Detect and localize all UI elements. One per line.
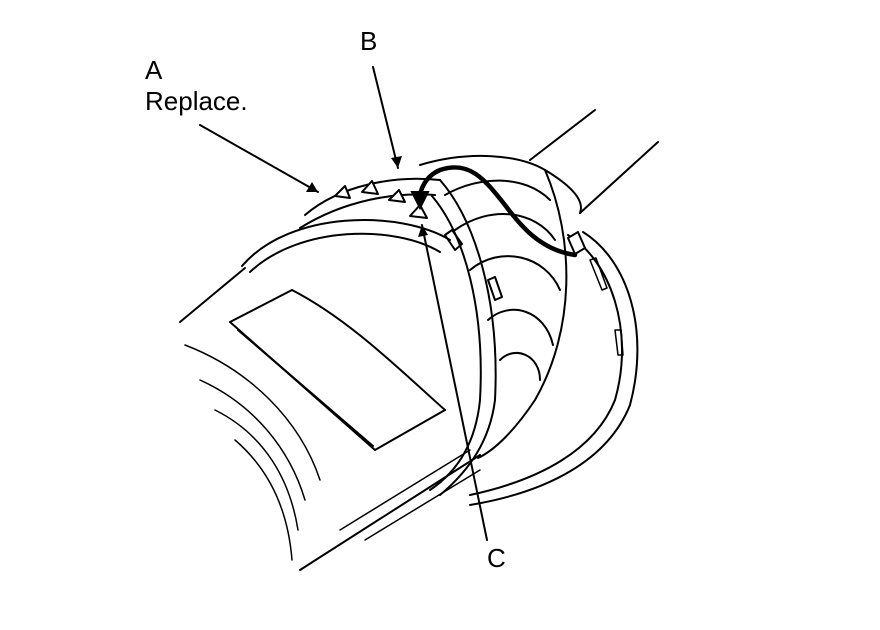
callout-b-letter: B — [360, 26, 378, 56]
routing-arrow — [410, 165, 578, 258]
leader-b-arrowhead — [391, 156, 402, 168]
callout-a-letter: A — [145, 55, 163, 85]
leader-b — [372, 66, 399, 169]
drive-shaft — [529, 109, 659, 214]
leader-c-arrowhead — [418, 225, 428, 237]
boot-band — [299, 177, 497, 496]
arrow-head-icon — [410, 191, 430, 211]
outboard-joint-housing — [179, 219, 481, 571]
cv-boot — [419, 154, 582, 459]
leader-lines — [199, 66, 488, 541]
callout-a-note: Replace. — [145, 86, 248, 116]
callout-c-letter: C — [487, 543, 506, 573]
clamp-band — [469, 231, 639, 506]
leader-c — [421, 224, 488, 541]
leader-a — [199, 124, 319, 193]
leader-a-arrowhead — [306, 182, 318, 192]
